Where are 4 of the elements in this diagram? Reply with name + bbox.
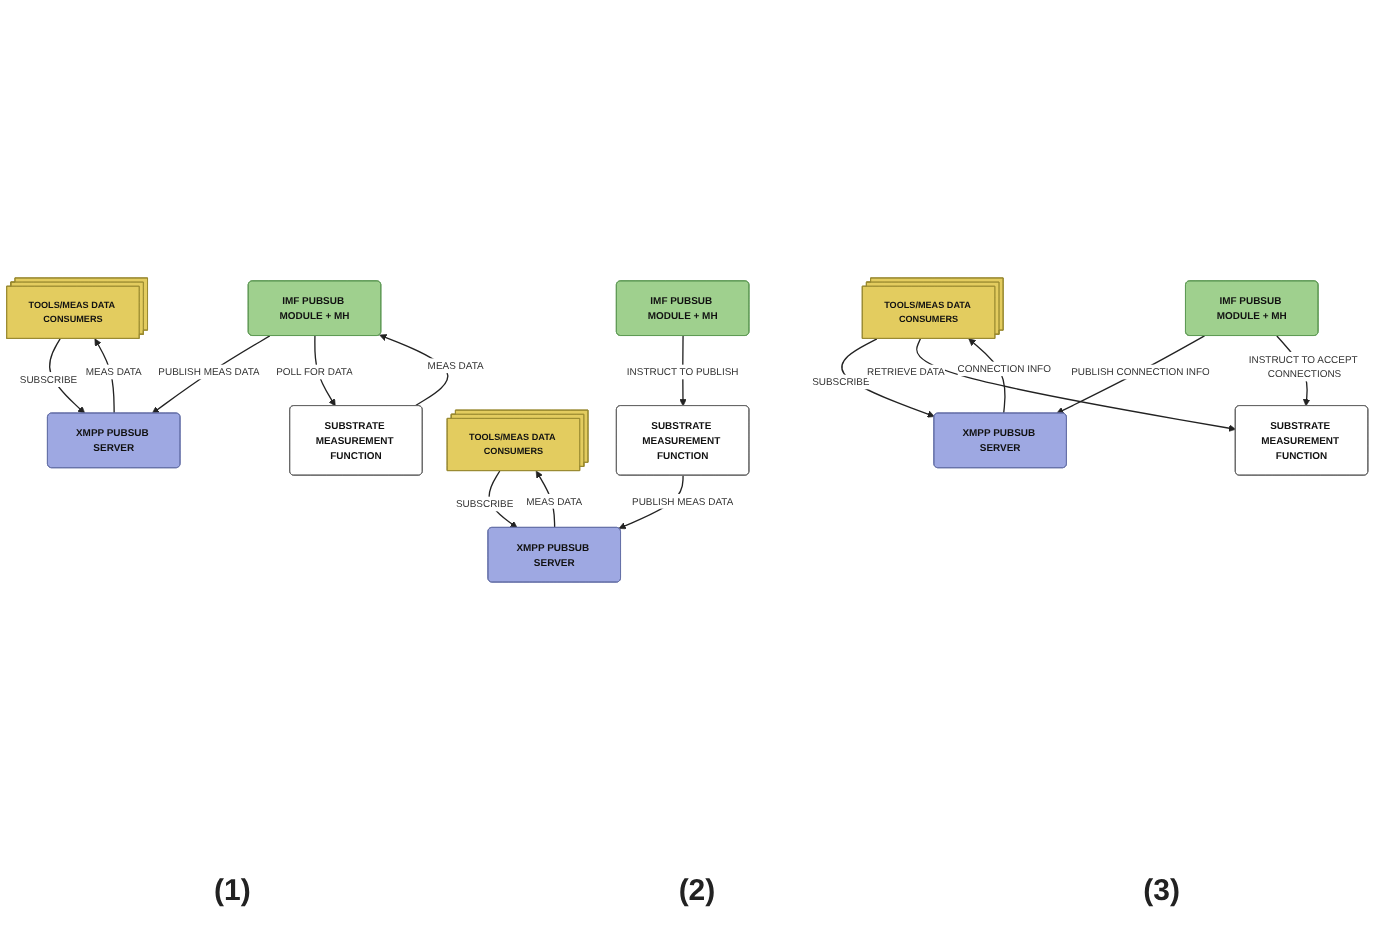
panel-number: (2) bbox=[678, 873, 716, 907]
panel-number: (1) bbox=[213, 873, 251, 907]
arrow bbox=[151, 335, 271, 414]
panel-number: (3) bbox=[1143, 873, 1180, 907]
